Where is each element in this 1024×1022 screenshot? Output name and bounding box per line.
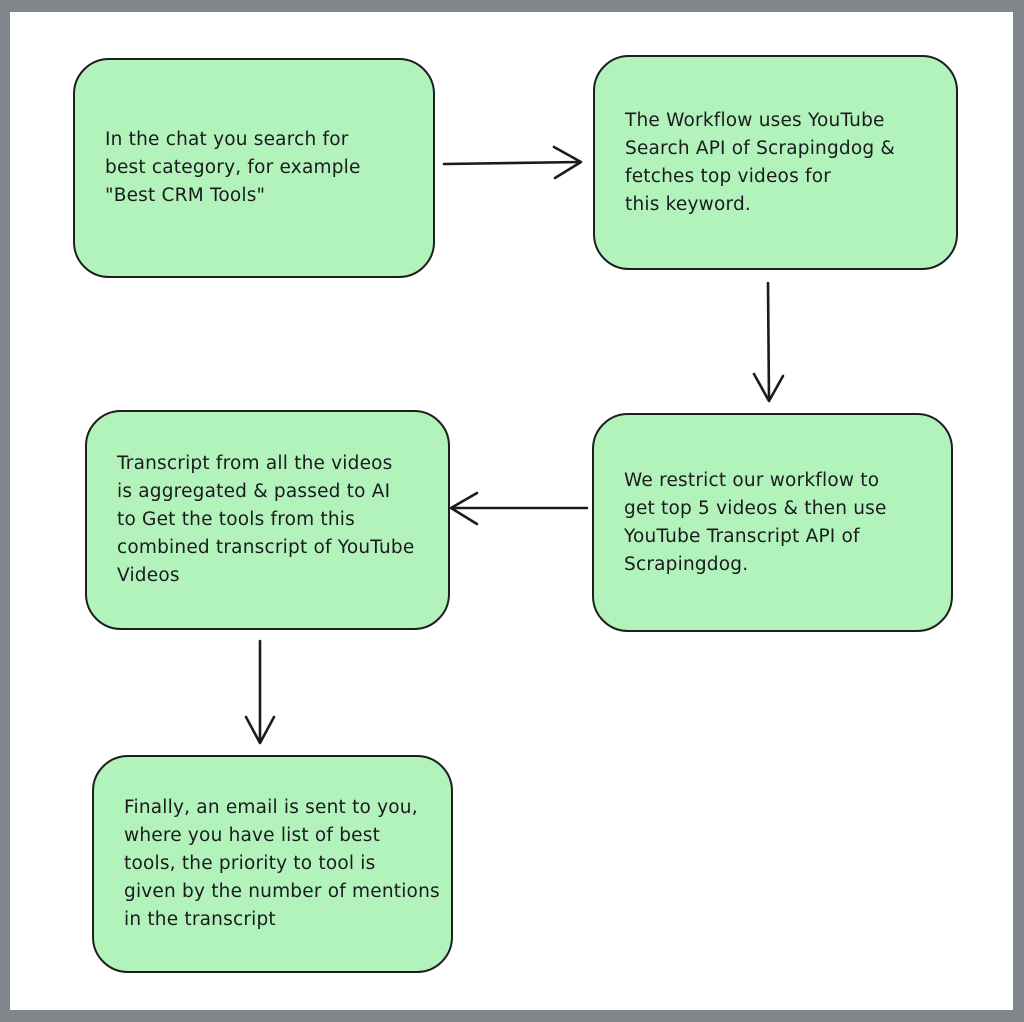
arrow-head [244, 715, 276, 745]
flowchart-node-step-4: Transcript from all the videos is aggreg… [85, 410, 450, 630]
flowchart-node-step-2: The Workflow uses YouTube Search API of … [593, 55, 958, 270]
node-text: In the chat you search for best category… [105, 129, 361, 206]
arrow-step2-to-step3-icon [748, 278, 790, 410]
node-text: We restrict our workflow to get top 5 vi… [624, 469, 887, 575]
flowchart-node-step-1: In the chat you search for best category… [73, 58, 435, 278]
node-text: The Workflow uses YouTube Search API of … [625, 109, 896, 215]
arrow-head [552, 145, 583, 180]
arrow-head [449, 491, 479, 526]
arrow-head [752, 372, 785, 403]
flowchart-node-step-5: Finally, an email is sent to you, where … [92, 755, 453, 973]
node-text: Transcript from all the videos is aggreg… [117, 453, 415, 586]
arrow-step1-to-step2-icon [438, 140, 588, 190]
arrow-step3-to-step4-icon [446, 487, 592, 535]
arrow-step4-to-step5-icon [240, 636, 282, 752]
node-text: Finally, an email is sent to you, where … [124, 797, 440, 930]
arrow-line [766, 281, 771, 402]
flowchart-node-step-3: We restrict our workflow to get top 5 vi… [592, 413, 953, 632]
arrow-line [442, 160, 582, 166]
